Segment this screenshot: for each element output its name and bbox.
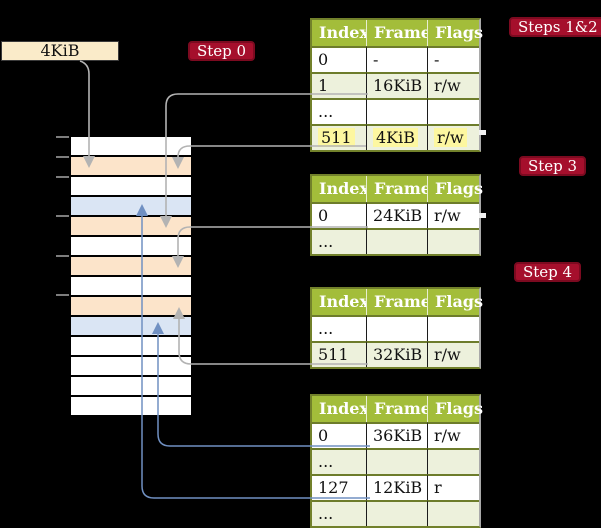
table-cell [366, 500, 427, 526]
table-cell: 0 [312, 202, 366, 228]
table-cell [427, 500, 479, 526]
highlight: 4KiB [373, 128, 419, 147]
memory-row-frame-16kib [71, 216, 191, 236]
badge-step-4: Step 4 [514, 262, 582, 282]
table-cell [427, 448, 479, 474]
table-cell: r [427, 474, 479, 500]
column-header-frame: Frame [366, 176, 431, 203]
column-header-frame: Frame [366, 20, 431, 47]
column-header-flags: Flags [427, 20, 483, 47]
table-cell [366, 98, 427, 124]
memory-row [71, 336, 191, 356]
highlight: 511 [318, 128, 355, 147]
memory-row [71, 176, 191, 196]
table-cell [366, 315, 427, 341]
badge-steps-1-2: Steps 1&2 [509, 17, 601, 37]
column-header-flags: Flags [427, 289, 483, 316]
column-header-frame: Frame [366, 396, 431, 423]
memory-row [71, 356, 191, 376]
column-header-index: Index [312, 396, 369, 423]
table-cell: 32KiB [366, 341, 427, 367]
tick-mark [56, 136, 69, 138]
memory-row-frame-12kib [71, 196, 191, 216]
column-header-flags: Flags [427, 396, 483, 423]
table-cell [366, 228, 427, 254]
table-cell: 12KiB [366, 474, 427, 500]
badge-step-3: Step 3 [519, 156, 587, 176]
row-marker [479, 213, 486, 218]
memory-row-frame-36kib [71, 316, 191, 336]
highlight: r/w [434, 128, 467, 147]
badge-step-0: Step 0 [188, 41, 256, 61]
physical-memory-column [71, 137, 191, 415]
table-cell: 36KiB [366, 422, 427, 448]
tick-mark [56, 215, 69, 217]
table-cell: ... [312, 228, 366, 254]
frame-size-label: 4KiB [1, 41, 119, 61]
memory-row [71, 276, 191, 296]
table-cell: 0 [312, 46, 366, 72]
page-table-final: Index Frame Flags 0 36KiB r/w ... 127 12… [310, 394, 483, 528]
table-cell: ... [312, 315, 366, 341]
page-table-steps-1-2: Index Frame Flags 0 - - 1 16KiB r/w ... … [310, 18, 483, 152]
memory-row-frame-24kib [71, 256, 191, 276]
column-header-index: Index [312, 289, 369, 316]
table-cell: r/w [427, 72, 479, 98]
table-cell: 511 [312, 341, 366, 367]
tick-mark [56, 294, 69, 296]
table-cell-highlighted: 511 [312, 124, 366, 150]
memory-row [71, 236, 191, 256]
table-cell: 16KiB [366, 72, 427, 98]
table-cell [427, 228, 479, 254]
table-cell: r/w [427, 202, 479, 228]
table-cell-highlighted: 4KiB [366, 124, 427, 150]
table-cell: - [366, 46, 427, 72]
table-cell: 0 [312, 422, 366, 448]
tick-mark [56, 255, 69, 257]
table-cell: ... [312, 98, 366, 124]
row-marker [479, 130, 486, 135]
column-header-flags: Flags [427, 176, 483, 203]
table-cell: r/w [427, 341, 479, 367]
memory-row [71, 137, 191, 156]
table-cell: 24KiB [366, 202, 427, 228]
table-cell: r/w [427, 422, 479, 448]
page-table-step-4: Index Frame Flags ... 511 32KiB r/w [310, 287, 483, 369]
tick-mark [56, 156, 69, 158]
table-cell [427, 98, 479, 124]
tick-mark [56, 176, 69, 178]
table-cell: ... [312, 448, 366, 474]
page-table-step-3: Index Frame Flags 0 24KiB r/w ... [310, 174, 483, 256]
table-cell: - [427, 46, 479, 72]
column-header-index: Index [312, 176, 369, 203]
column-header-frame: Frame [366, 289, 431, 316]
table-cell: ... [312, 500, 366, 526]
memory-row [71, 396, 191, 415]
column-header-index: Index [312, 20, 369, 47]
table-cell-highlighted: r/w [427, 124, 479, 150]
table-cell: 127 [312, 474, 366, 500]
table-cell: 1 [312, 72, 366, 98]
memory-row [71, 376, 191, 395]
memory-row-frame-4kib [71, 156, 191, 176]
table-cell [366, 448, 427, 474]
memory-row-frame-32kib [71, 296, 191, 316]
table-cell [427, 315, 479, 341]
